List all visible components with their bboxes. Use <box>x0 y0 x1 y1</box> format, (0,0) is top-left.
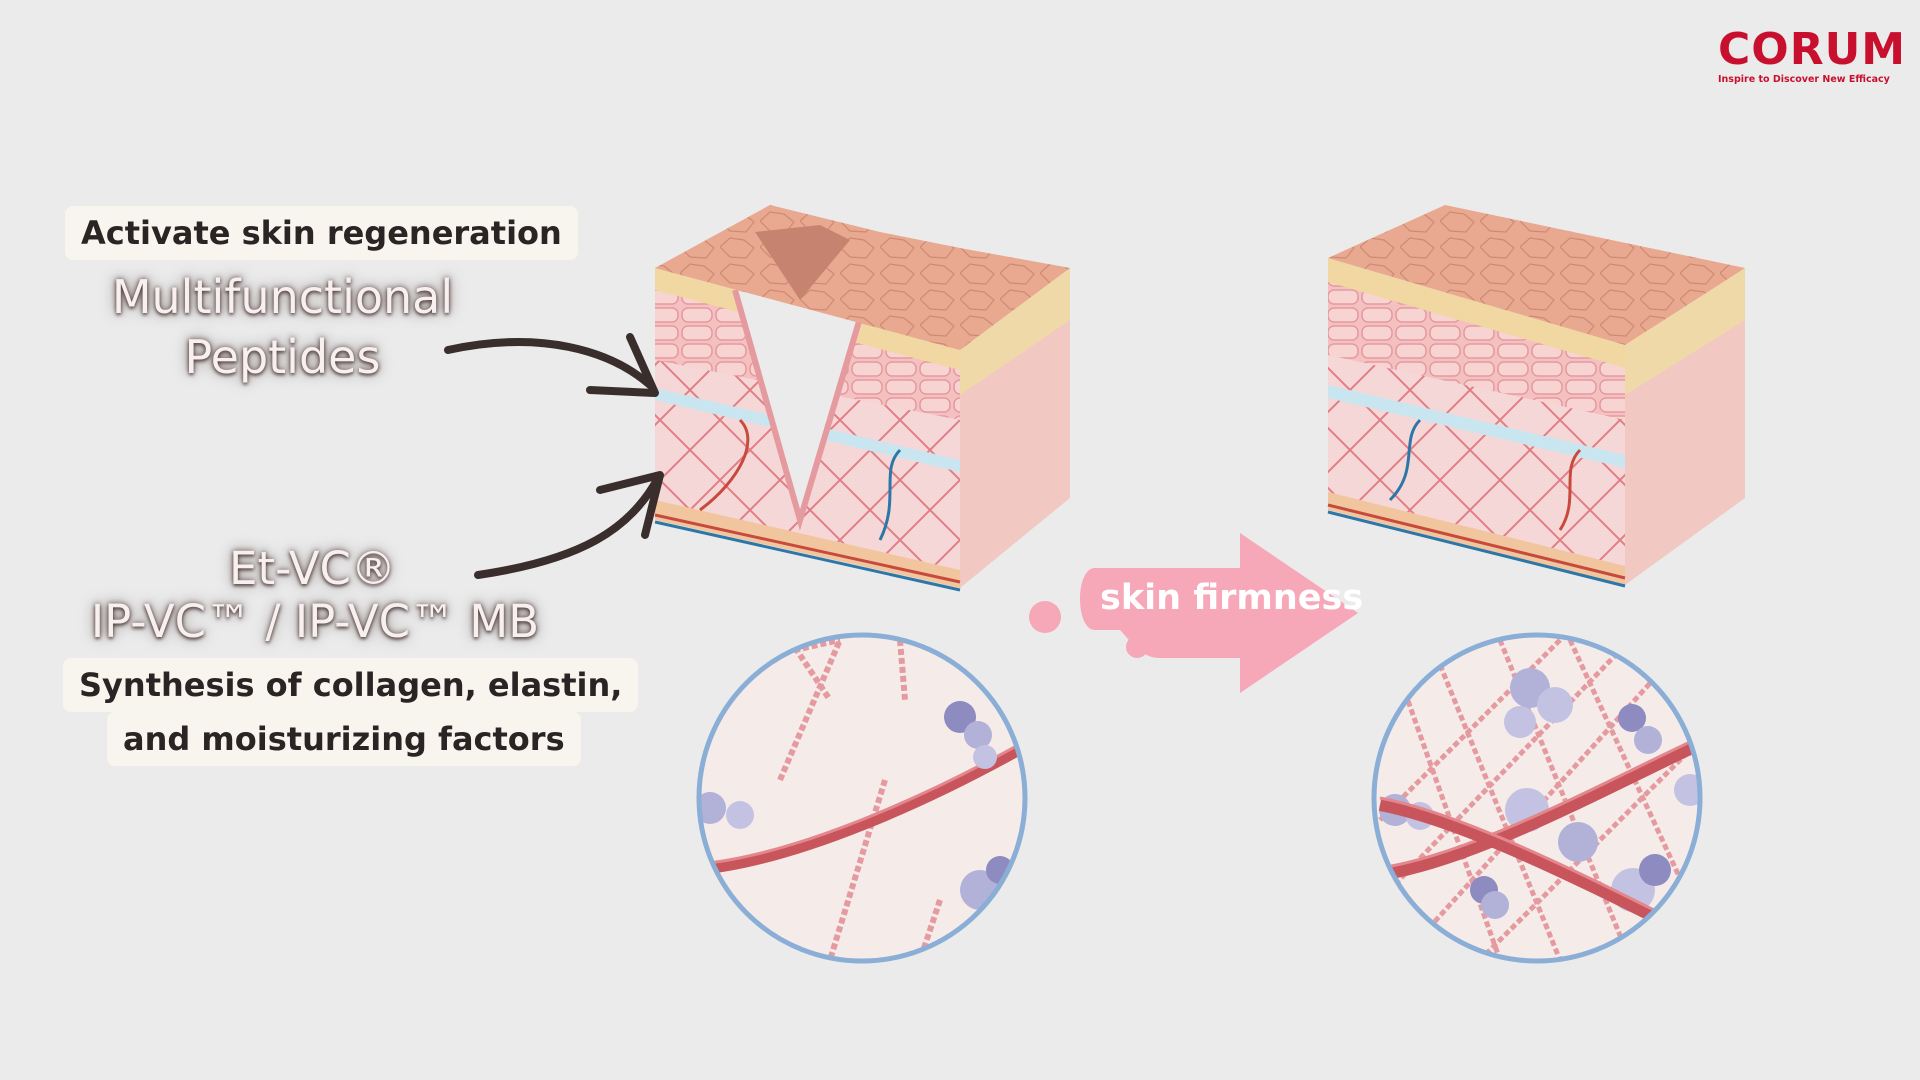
peptides-title-line1: Multifunctional <box>111 270 454 324</box>
peptides-title-line2: Peptides <box>184 330 381 384</box>
vitamin-c-pointer-arrow <box>474 474 662 579</box>
wrinkled-skin-block <box>654 205 1070 592</box>
skin-firmness-label: skin firmness <box>1100 578 1364 618</box>
etvc-title: Et-VC® <box>229 542 396 595</box>
sparse-collagen-zoom <box>696 632 1028 964</box>
ipvc-title: IP-VC™ / IP-VC™ MB <box>90 595 540 648</box>
logo-wordmark: CORUM <box>1718 24 1907 75</box>
activate-regeneration-label: Activate skin regeneration <box>65 206 578 260</box>
synthesis-label-line1: Synthesis of collagen, elastin, <box>63 658 639 712</box>
peptides-pointer-arrow <box>444 338 654 389</box>
dense-collagen-zoom <box>1371 632 1703 964</box>
firm-skin-block <box>1327 205 1745 588</box>
logo-tagline: Inspire to Discover New Efficacy <box>1718 74 1890 85</box>
synthesis-label-line2: and moisturizing factors <box>107 712 581 766</box>
corum-logo: CORUM Inspire to Discover New Efficacy <box>1718 24 1907 88</box>
skin-firmness-arrow <box>1029 533 1358 693</box>
